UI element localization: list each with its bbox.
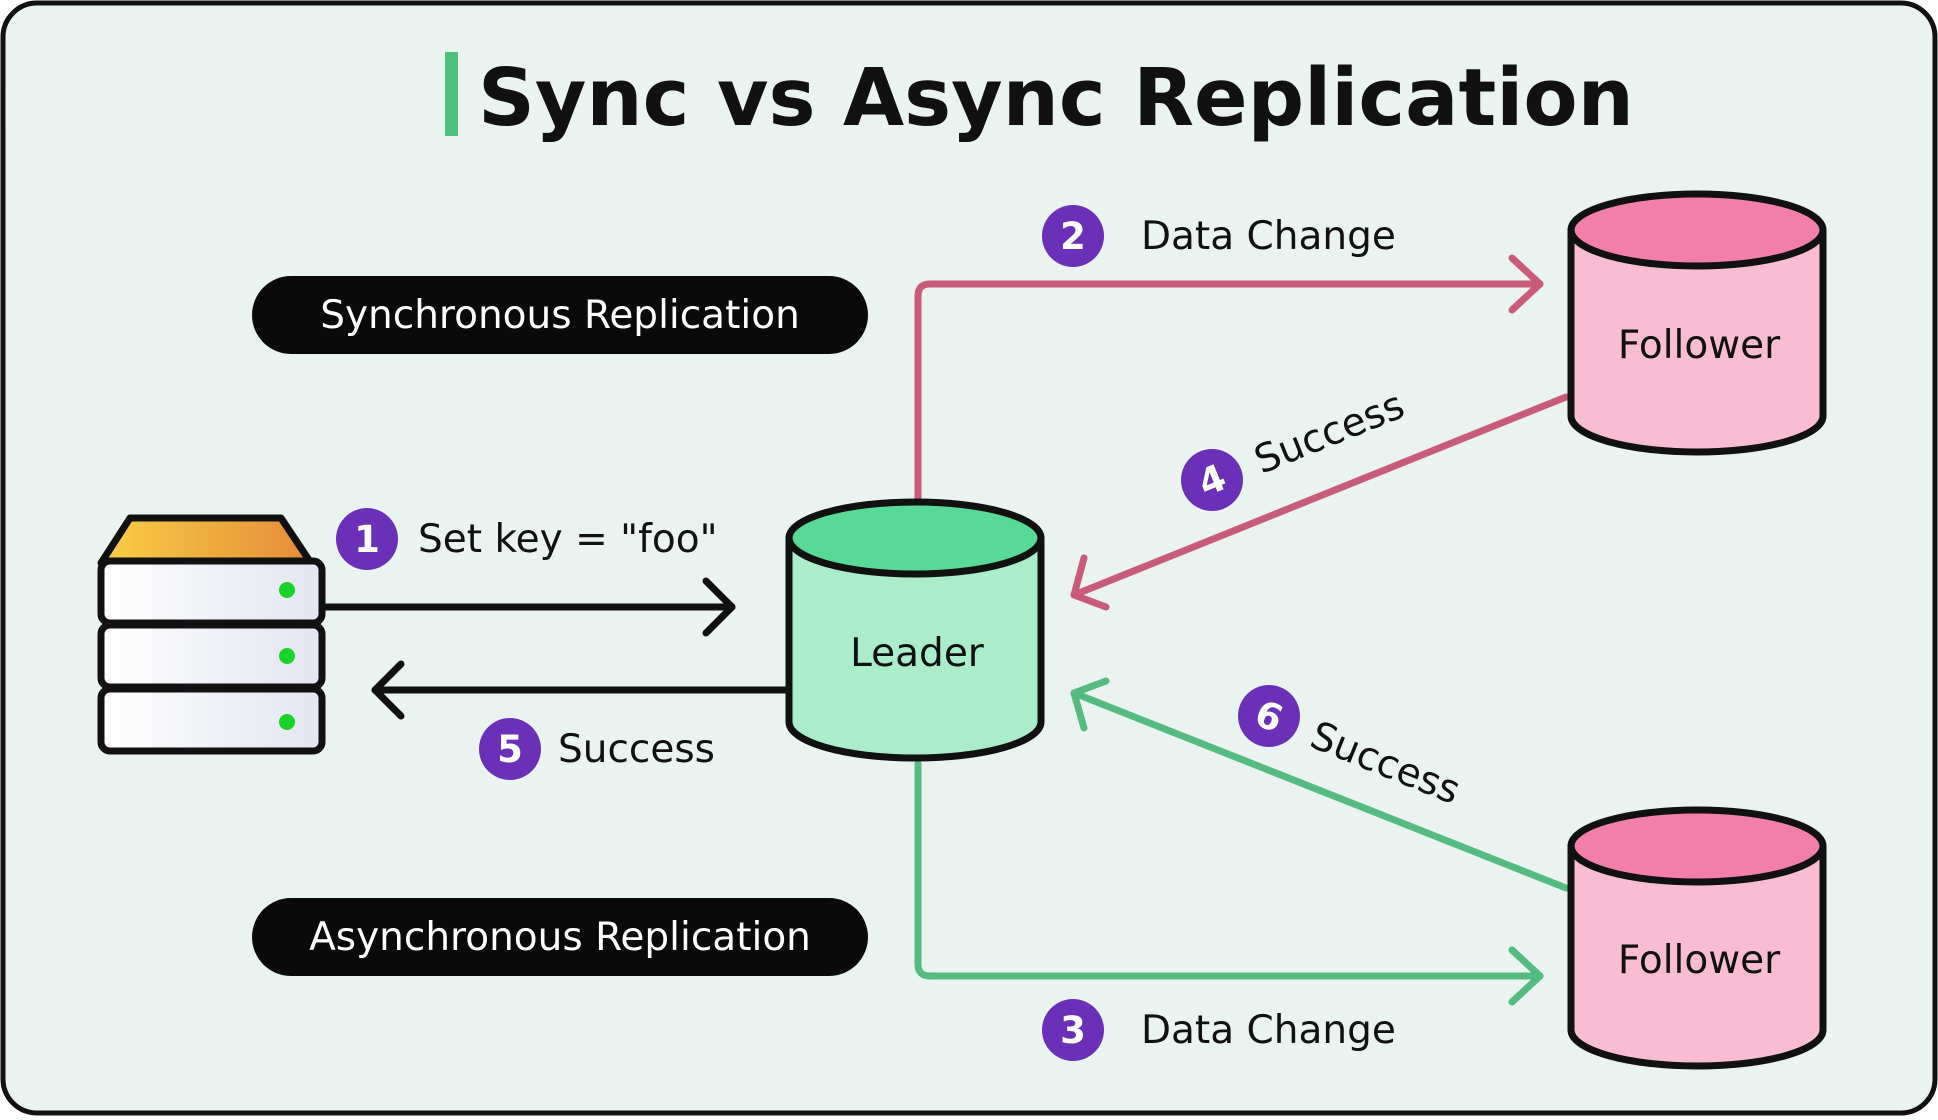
step-3: 3 Data Change: [1042, 999, 1396, 1061]
leader-label: Leader: [850, 631, 985, 676]
arrow-success-follower-top: [1070, 393, 1570, 611]
step-number: 5: [497, 728, 523, 771]
arrow-data-change-sync: [914, 254, 1544, 504]
follower-bottom-database: Follower: [1567, 806, 1827, 1070]
arrow-data-change-async: [914, 760, 1544, 1006]
arrow-set-key: [318, 577, 736, 637]
title-accent-bar: [445, 52, 458, 136]
step-2: 2 Data Change: [1042, 205, 1396, 267]
sync-section-label: Synchronous Replication: [320, 293, 800, 338]
step-number: 3: [1060, 1009, 1086, 1052]
diagram-title: Sync vs Async Replication: [478, 52, 1634, 144]
step-label: Success: [558, 727, 715, 772]
step-label: Data Change: [1141, 214, 1396, 259]
step-badge: [1042, 999, 1104, 1061]
arrow-success-client: [371, 660, 789, 720]
step-number: 2: [1060, 215, 1086, 258]
step-label: Set key = "foo": [418, 517, 718, 562]
arrow-success-follower-bottom: [1070, 677, 1570, 892]
async-section-pill: Asynchronous Replication: [252, 898, 868, 976]
step-badge: [1238, 685, 1300, 747]
follower-top-label: Follower: [1618, 323, 1781, 368]
step-label: Data Change: [1141, 1008, 1396, 1053]
step-number: 1: [354, 518, 380, 561]
leader-database: Leader: [785, 498, 1045, 762]
step-badge: [1181, 449, 1243, 511]
step-badge: [479, 718, 541, 780]
client-server-icon: [97, 514, 326, 755]
step-badge: [336, 508, 398, 570]
async-section-label: Asynchronous Replication: [309, 915, 811, 960]
follower-top-database: Follower: [1567, 190, 1827, 456]
step-1: 1 Set key = "foo": [336, 508, 718, 570]
sync-section-pill: Synchronous Replication: [252, 276, 868, 354]
step-badge: [1042, 205, 1104, 267]
step-5: 5 Success: [479, 718, 715, 780]
follower-bottom-label: Follower: [1618, 938, 1781, 983]
